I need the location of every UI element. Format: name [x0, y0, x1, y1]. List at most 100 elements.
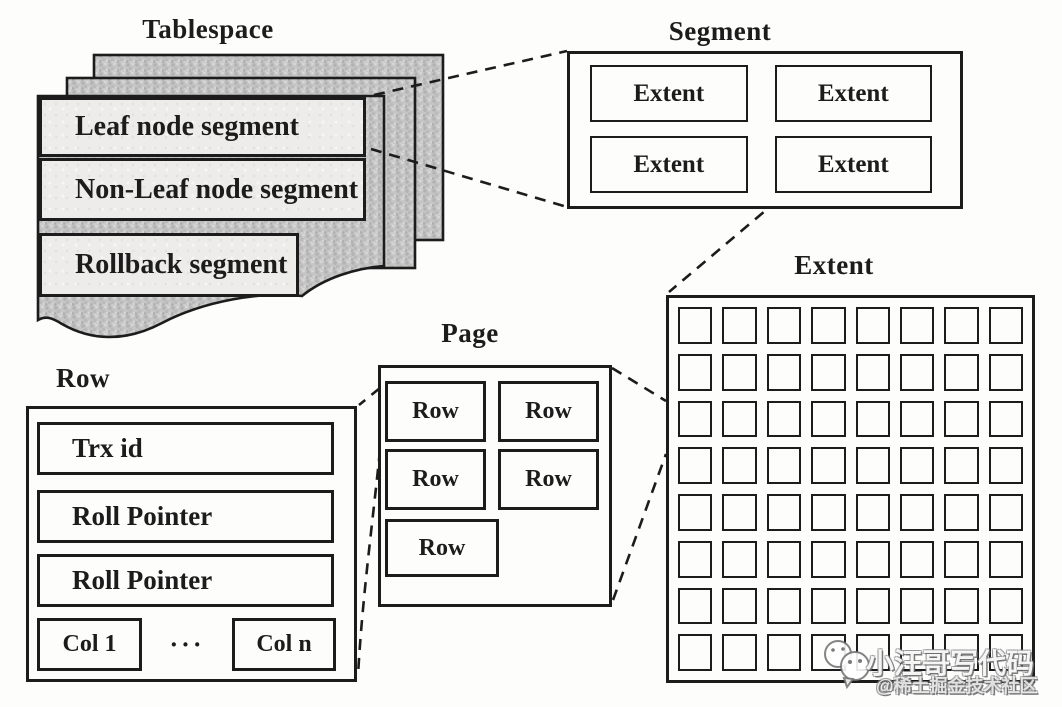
non-leaf-node-segment-bar: Non-Leaf node segment	[39, 158, 366, 221]
segment-label: Segment	[668, 16, 772, 46]
extent-page-cell	[899, 634, 935, 671]
extent-label: Extent	[794, 250, 874, 280]
ellipsis: ···	[169, 629, 205, 659]
segment-extent-cell: Extent	[774, 136, 932, 193]
connector-page-row-bottom	[356, 449, 382, 677]
watermark-title: 小汪哥写代码	[866, 648, 1035, 679]
extent-page-cell	[944, 540, 979, 578]
extent-page-cell	[944, 447, 979, 484]
extent-page-cell	[899, 307, 935, 344]
extent-page-cell	[722, 400, 757, 438]
extent-page-cell	[766, 540, 802, 578]
extent-page-cell	[988, 447, 1023, 484]
extent-page-cell	[766, 307, 802, 344]
extent-page-cell	[811, 447, 846, 484]
col-n-box: Col n	[232, 618, 336, 671]
page-row-cell: Row	[498, 449, 599, 510]
extent-page-cell	[811, 540, 846, 578]
extent-page-cell	[944, 494, 979, 531]
extent-page-cell	[722, 540, 757, 578]
extent-page-cell	[811, 400, 846, 438]
extent-page-cell	[766, 494, 802, 531]
extent-page-cell	[944, 353, 979, 391]
extent-page-cell	[678, 634, 713, 671]
rollback-segment-bar: Rollback segment	[39, 233, 299, 297]
extent-page-cell	[811, 587, 846, 625]
extent-page-cell	[722, 634, 757, 671]
connector-page-row-top	[358, 386, 381, 407]
segment-box: Extent Extent Extent Extent	[567, 51, 963, 209]
extent-page-cell	[944, 634, 979, 671]
extent-page-cell	[678, 587, 713, 625]
extent-page-cell	[766, 400, 802, 438]
extent-page-cell	[766, 587, 802, 625]
connector-page-extent-top	[611, 366, 667, 403]
extent-page-cell	[855, 353, 890, 391]
extent-page-cell	[722, 353, 757, 391]
row-box: Trx id Roll Pointer Roll Pointer Col 1 ·…	[26, 406, 357, 682]
extent-page-cell	[855, 540, 890, 578]
extent-page-cell	[988, 494, 1023, 531]
extent-page-cell	[988, 634, 1023, 671]
extent-page-cell	[678, 540, 713, 578]
extent-page-cell	[811, 494, 846, 531]
page-row-cell: Row	[498, 381, 599, 442]
page-row-cell: Row	[385, 519, 499, 577]
extent-page-cell	[988, 353, 1023, 391]
watermark-subtitle: @稀土掘金技术社区	[876, 676, 1038, 696]
extent-page-cell	[678, 307, 713, 344]
extent-page-cell	[899, 494, 935, 531]
extent-page-cell	[944, 400, 979, 438]
extent-page-cell	[766, 447, 802, 484]
tablespace-label: Tablespace	[142, 14, 274, 44]
page-row-cell: Row	[385, 381, 486, 442]
extent-page-cell	[678, 353, 713, 391]
extent-page-cell	[722, 447, 757, 484]
row-field-roll-pointer: Roll Pointer	[37, 554, 334, 607]
extent-page-cell	[988, 400, 1023, 438]
extent-page-cell	[766, 634, 802, 671]
page-row-pair: Row Row	[385, 381, 600, 442]
leaf-node-segment-bar: Leaf node segment	[39, 97, 366, 157]
connector-tablespace-segment-top	[373, 49, 568, 97]
extent-page-cell	[988, 307, 1023, 344]
extent-page-cell	[855, 587, 890, 625]
row-columns: Col 1 ··· Col n	[37, 618, 336, 671]
row-field-trx-id: Trx id	[37, 422, 334, 475]
extent-page-cell	[944, 307, 979, 344]
extent-page-cell	[899, 400, 935, 438]
col-1-box: Col 1	[37, 618, 142, 671]
extent-page-cell	[722, 307, 757, 344]
extent-page-cell	[899, 587, 935, 625]
extent-page-cell	[811, 353, 846, 391]
connector-page-extent-bottom	[611, 453, 668, 601]
extent-page-cell	[899, 353, 935, 391]
extent-page-cell	[988, 587, 1023, 625]
page-row-pair: Row Row	[385, 449, 600, 510]
extent-page-cell	[722, 494, 757, 531]
watermark-logo-icon	[824, 640, 870, 690]
page-row-cell: Row	[385, 449, 486, 510]
extent-page-cell	[722, 587, 757, 625]
row-field-roll-pointer: Roll Pointer	[37, 490, 334, 543]
page-box: Row Row Row Row Row	[378, 365, 612, 607]
extent-page-cell	[678, 400, 713, 438]
extent-grid	[666, 295, 1035, 683]
extent-page-cell	[855, 447, 890, 484]
segment-extent-cell: Extent	[774, 65, 932, 122]
extent-page-cell	[988, 540, 1023, 578]
segment-extent-cell: Extent	[590, 65, 748, 122]
extent-page-cell	[678, 447, 713, 484]
connector-tablespace-segment-bottom	[370, 147, 568, 209]
page-label: Page	[441, 318, 499, 348]
extent-page-cell	[944, 587, 979, 625]
extent-page-cell	[855, 400, 890, 438]
row-label: Row	[56, 363, 110, 393]
extent-page-cell	[766, 353, 802, 391]
extent-page-cell	[855, 307, 890, 344]
watermark: 小汪哥写代码 @稀土掘金技术社区	[812, 634, 1062, 698]
segment-extent-cell: Extent	[590, 136, 748, 193]
extent-page-cell	[855, 494, 890, 531]
extent-page-cell	[811, 307, 846, 344]
